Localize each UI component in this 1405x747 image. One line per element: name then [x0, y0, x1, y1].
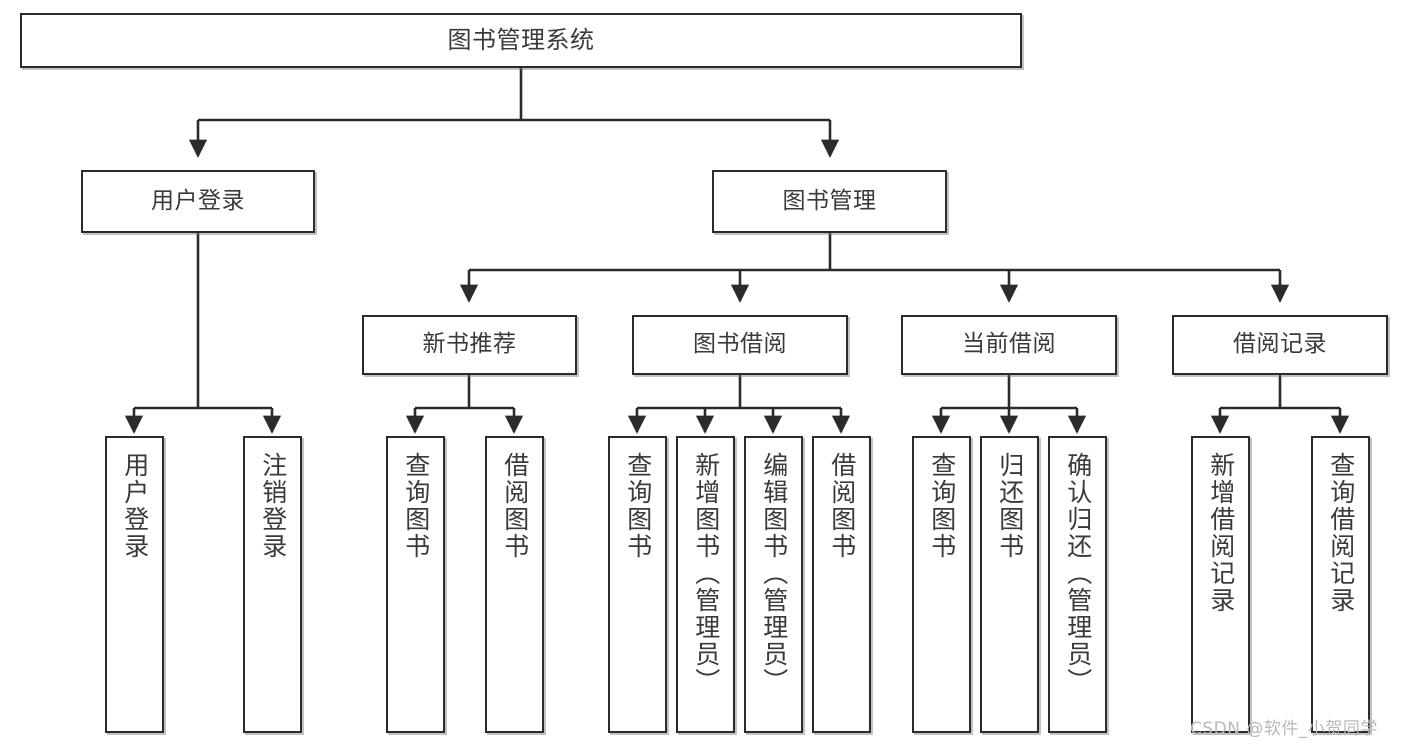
node-book-manage-label: 图书管理 — [782, 187, 877, 214]
node-leaf-borrow-book-1[interactable]: 借阅图书 — [485, 436, 544, 733]
node-root[interactable]: 图书管理系统 — [20, 13, 1022, 68]
node-borrow-record[interactable]: 借阅记录 — [1172, 315, 1388, 375]
watermark: CSDN @软件_小贺同学 — [1190, 719, 1378, 739]
node-leaf-query-book-2[interactable]: 查询图书 — [608, 436, 667, 733]
node-user-login-label: 用户登录 — [151, 187, 245, 214]
node-new-book-recommend[interactable]: 新书推荐 — [362, 315, 577, 375]
node-leaf-add-record[interactable]: 新增借阅记录 — [1191, 436, 1250, 733]
node-leaf-edit-book[interactable]: 编辑图书（管理员） — [744, 436, 803, 733]
node-leaf-user-logout[interactable]: 注销登录 — [243, 436, 302, 733]
node-root-label: 图书管理系统 — [447, 26, 595, 55]
node-leaf-borrow-book-2[interactable]: 借阅图书 — [812, 436, 871, 733]
node-leaf-confirm-return-label: 确认归还（管理员） — [1063, 452, 1093, 695]
node-current-borrow-label: 当前借阅 — [962, 331, 1056, 358]
node-new-book-recommend-label: 新书推荐 — [422, 331, 517, 358]
node-leaf-return-book-label: 归还图书 — [995, 452, 1025, 560]
node-leaf-user-login-label: 用户登录 — [120, 452, 150, 560]
node-leaf-borrow-book-2-label: 借阅图书 — [827, 452, 857, 560]
node-leaf-user-logout-label: 注销登录 — [258, 452, 288, 560]
node-current-borrow[interactable]: 当前借阅 — [901, 315, 1117, 375]
node-leaf-query-book-1[interactable]: 查询图书 — [386, 436, 445, 733]
node-leaf-return-book[interactable]: 归还图书 — [980, 436, 1039, 733]
node-leaf-query-record[interactable]: 查询借阅记录 — [1311, 436, 1370, 733]
node-leaf-add-record-label: 新增借阅记录 — [1206, 452, 1236, 614]
node-leaf-query-record-label: 查询借阅记录 — [1326, 452, 1356, 614]
node-leaf-query-book-2-label: 查询图书 — [623, 452, 653, 560]
node-leaf-edit-book-label: 编辑图书（管理员） — [759, 452, 789, 695]
node-leaf-confirm-return[interactable]: 确认归还（管理员） — [1048, 436, 1107, 733]
node-leaf-query-book-3-label: 查询图书 — [927, 452, 957, 560]
node-leaf-query-book-1-label: 查询图书 — [401, 452, 431, 560]
node-leaf-borrow-book-1-label: 借阅图书 — [500, 452, 530, 560]
node-leaf-user-login[interactable]: 用户登录 — [105, 436, 164, 733]
node-book-manage[interactable]: 图书管理 — [712, 170, 947, 233]
node-leaf-add-book-label: 新增图书（管理员） — [691, 452, 721, 695]
node-book-borrow-label: 图书借阅 — [693, 331, 787, 358]
node-leaf-query-book-3[interactable]: 查询图书 — [912, 436, 971, 733]
node-leaf-add-book[interactable]: 新增图书（管理员） — [676, 436, 735, 733]
node-borrow-record-label: 借阅记录 — [1233, 331, 1327, 358]
node-book-borrow[interactable]: 图书借阅 — [632, 315, 848, 375]
node-user-login[interactable]: 用户登录 — [81, 170, 315, 233]
